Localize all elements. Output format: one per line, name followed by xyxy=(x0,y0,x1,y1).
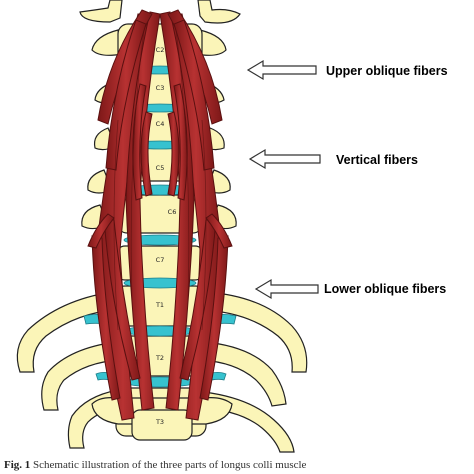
vertebra-label-c5: C5 xyxy=(156,164,165,172)
vertebra-label-c6: C6 xyxy=(168,208,177,216)
label-upper-oblique-fibers: Upper oblique fibers xyxy=(326,64,448,78)
arrow-vertical-icon xyxy=(248,148,321,170)
vertebra-label-c4: C4 xyxy=(156,120,165,128)
vertical-fiber-center xyxy=(173,83,188,201)
muscle-slip-right xyxy=(205,213,233,249)
vertical-fiber-center xyxy=(167,111,180,197)
lower-oblique-fiber-right xyxy=(199,235,229,401)
rib-left xyxy=(41,341,121,411)
vertebra-label-c7: C7 xyxy=(156,256,165,264)
vertebra-label-c3: C3 xyxy=(156,84,165,92)
longus-colli-muscle xyxy=(87,9,233,421)
disc xyxy=(123,234,197,246)
vertebra-label-c2: C2 xyxy=(156,46,165,54)
lower-oblique-fiber-left xyxy=(103,217,141,381)
transverse-process-left xyxy=(91,29,123,56)
rib-left xyxy=(16,291,119,373)
vertebra-labels: C2 C3 C4 C5 C6 C7 T1 T2 T3 xyxy=(155,46,176,426)
vertebra-label-t1: T1 xyxy=(155,301,164,309)
muscle-slip-left xyxy=(87,213,115,249)
vertebral-body xyxy=(131,409,193,441)
rib-right xyxy=(199,341,287,407)
callout-arrows xyxy=(246,59,321,300)
arrow-lower-oblique-icon xyxy=(254,278,319,300)
vertebra-label-t2: T2 xyxy=(155,354,164,362)
lower-oblique-fiber-left xyxy=(91,235,121,401)
rib-right xyxy=(201,291,308,373)
caption-text: Schematic illustration of the three part… xyxy=(30,459,307,471)
atlas-wing-left xyxy=(79,0,123,23)
muscle-fiber-lines xyxy=(113,29,207,331)
atlas-wing-right xyxy=(197,0,241,24)
upper-oblique-fiber-left xyxy=(105,19,147,171)
label-lower-oblique-fibers: Lower oblique fibers xyxy=(324,282,446,296)
upper-oblique-fiber-right xyxy=(173,19,215,171)
lower-oblique-fiber-right xyxy=(179,217,217,381)
label-vertical-fibers: Vertical fibers xyxy=(336,153,418,167)
transverse-process-right xyxy=(195,29,227,56)
arrow-upper-oblique-icon xyxy=(246,59,317,81)
vertical-fiber-center xyxy=(132,83,147,201)
vertebra-label-t3: T3 xyxy=(155,418,164,426)
figure-number: Fig. 1 xyxy=(4,459,31,471)
vertical-fiber-center xyxy=(140,111,153,197)
figure-caption: Fig. 1 Schematic illustration of the thr… xyxy=(4,459,474,474)
